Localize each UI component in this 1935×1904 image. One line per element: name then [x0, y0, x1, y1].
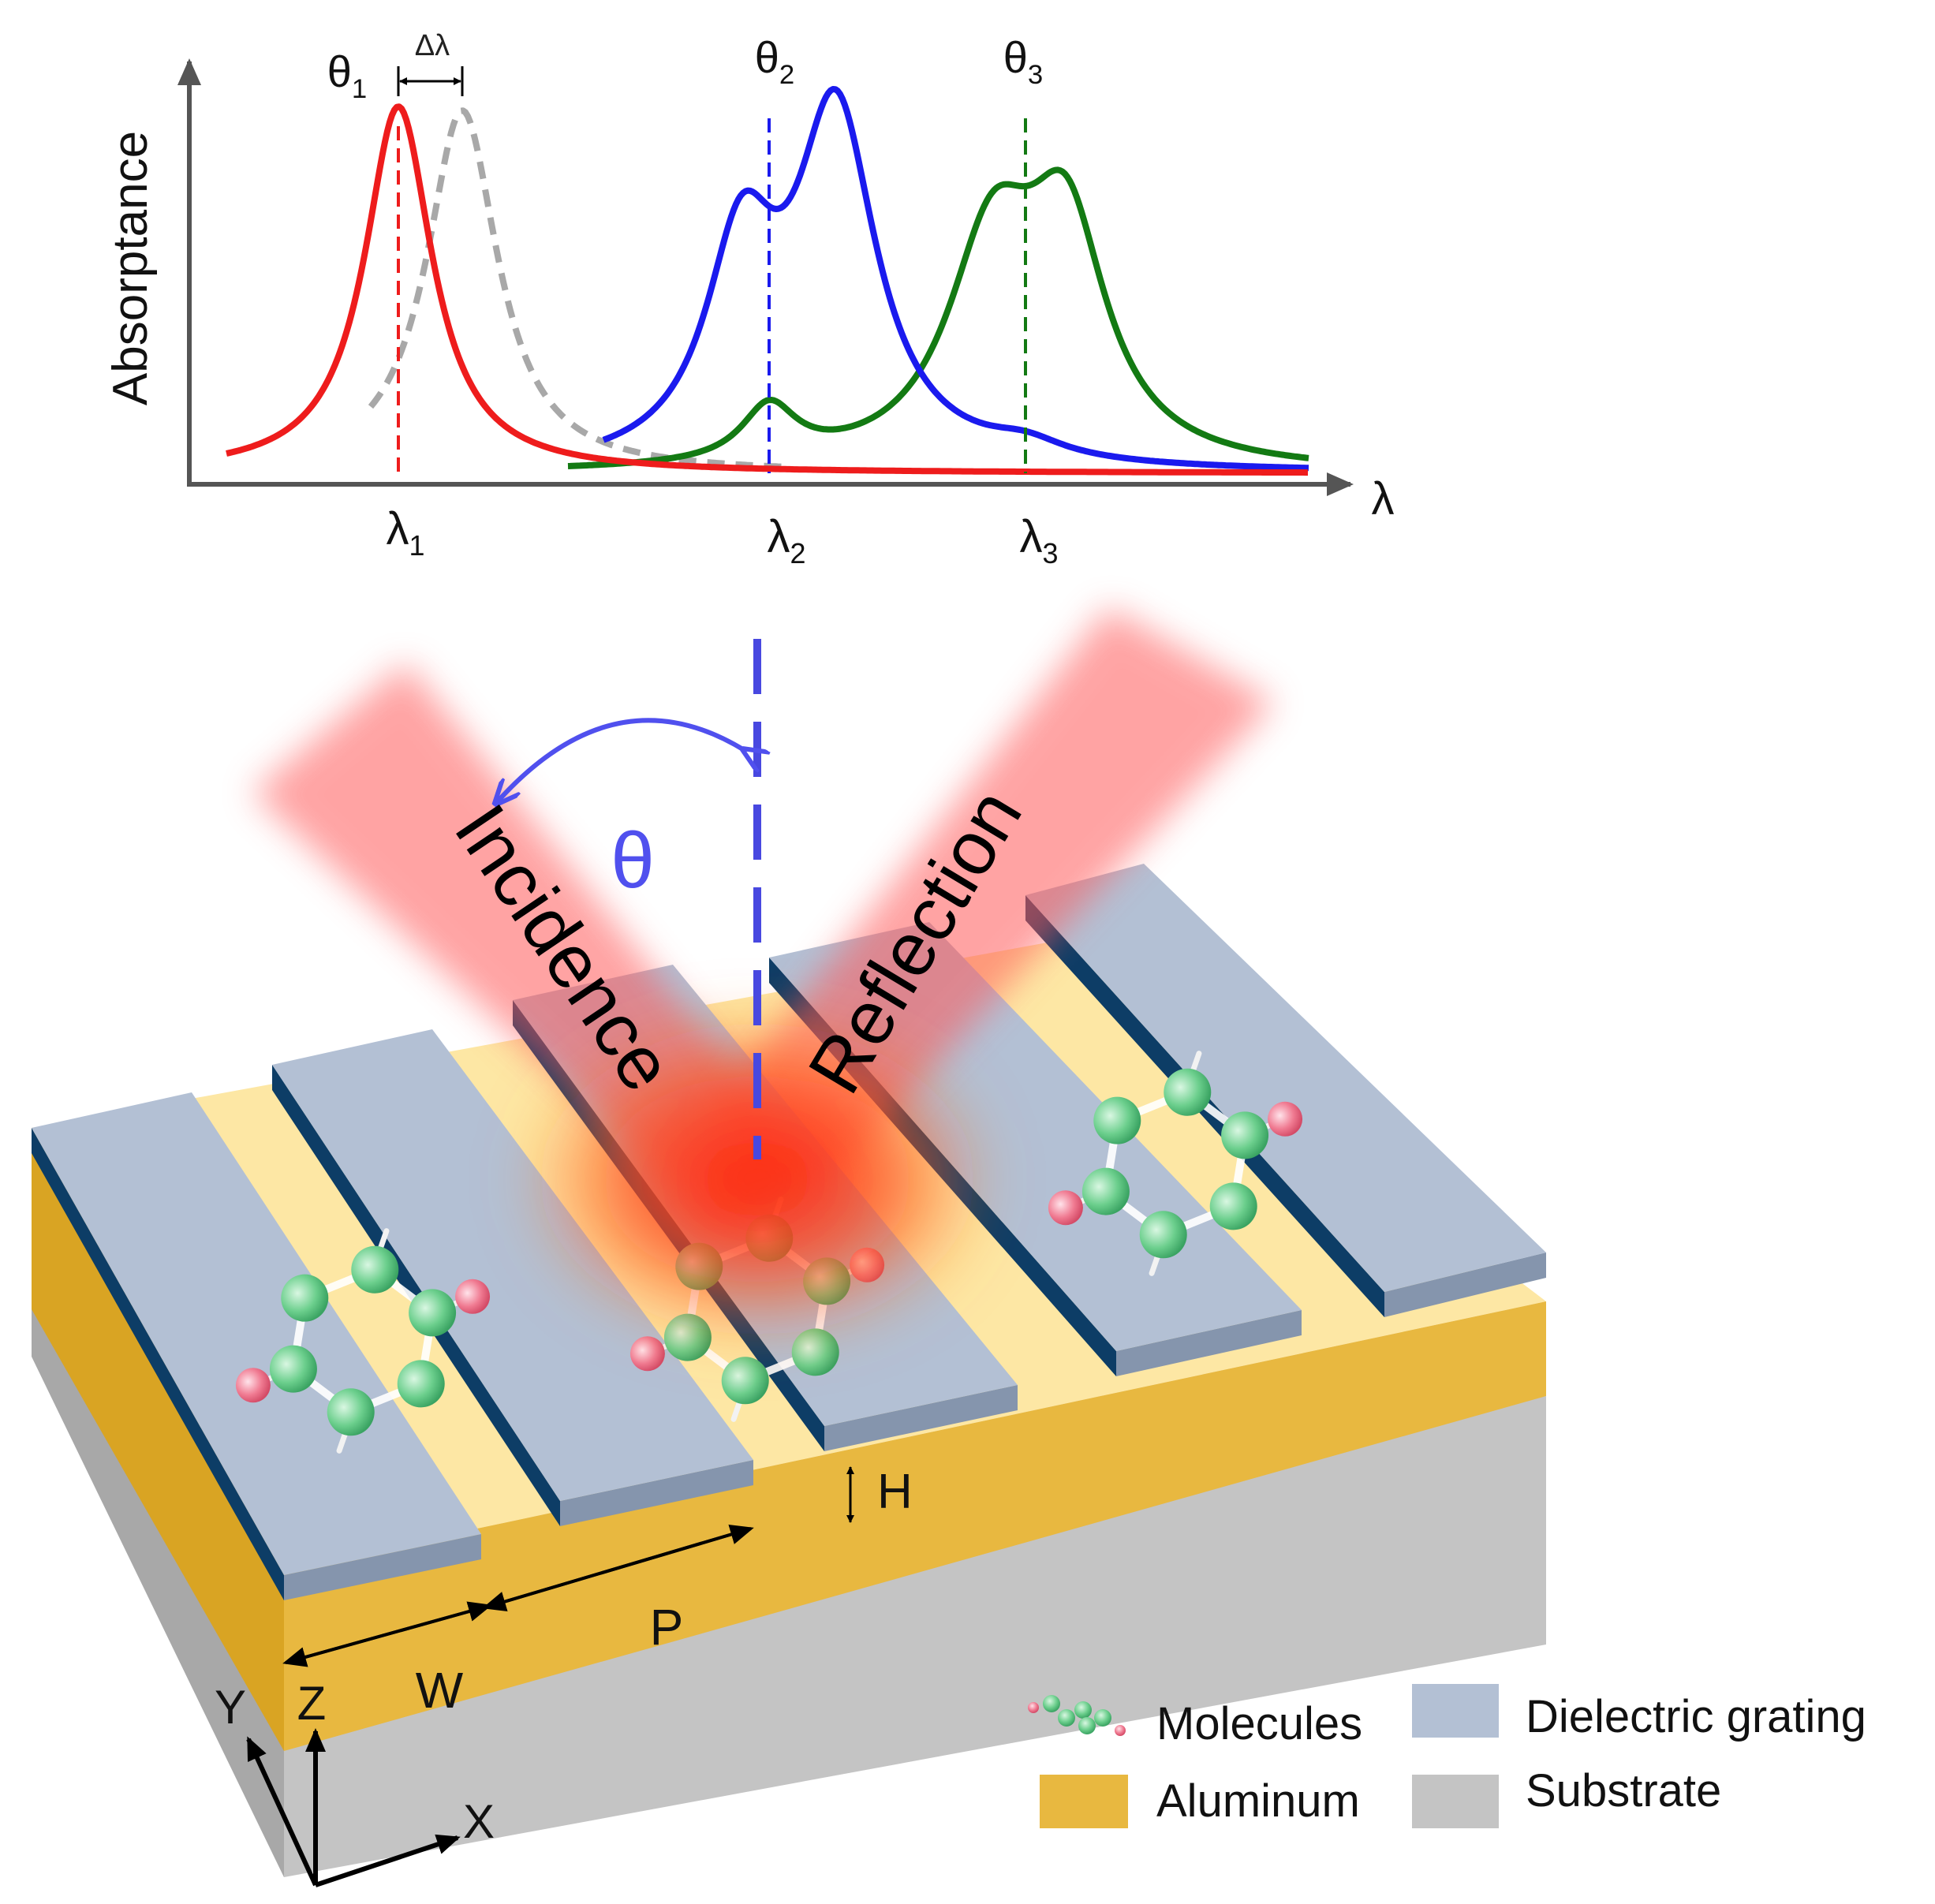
lambda1-tick-label: λ1: [387, 503, 425, 562]
aluminum-front: [284, 1301, 1546, 1751]
legend-label-aluminum: Aluminum: [1156, 1775, 1360, 1827]
width-marker: W: [282, 1601, 492, 1719]
gray-shifted-curve: [368, 107, 788, 470]
axis-x-label: X: [463, 1795, 495, 1848]
legend-label-molecules: Molecules: [1156, 1698, 1362, 1749]
legend-swatch-aluminum: [1040, 1775, 1128, 1828]
grating-bar-2: [272, 1029, 753, 1526]
spectra-group: [226, 86, 1309, 476]
period-marker: P: [482, 1524, 754, 1656]
y-axis-label: Absorptance: [103, 131, 158, 405]
width-label: W: [416, 1662, 464, 1719]
absorptance-chart: Δλ Absorptance λ θ1 θ2 θ3 λ1 λ2 λ3: [103, 29, 1395, 569]
lambda3-tick-label: λ3: [1020, 511, 1059, 569]
theta3-label: θ3: [1003, 32, 1043, 90]
legend-swatch-dielectric: [1412, 1684, 1499, 1738]
coordinate-axes: Z Y X: [215, 1677, 495, 1887]
angle-arc: [497, 718, 745, 802]
grating-bar-1: [32, 1092, 481, 1600]
angle-label: θ: [611, 816, 655, 905]
axis-y-label: Y: [215, 1681, 246, 1734]
red-curve: [226, 103, 1309, 476]
light-spot: [521, 1014, 994, 1345]
legend: Molecules Dielectric grating Aluminum Su…: [1028, 1684, 1866, 1828]
height-label: H: [877, 1465, 913, 1519]
legend-label-substrate: Substrate: [1526, 1765, 1721, 1816]
theta2-label: θ2: [755, 32, 794, 90]
legend-swatch-substrate: [1412, 1775, 1499, 1828]
theta1-label: θ1: [327, 47, 367, 104]
blue-curve: [602, 86, 1309, 472]
x-axis-label: λ: [1372, 473, 1395, 525]
legend-item-aluminum: Aluminum: [1040, 1775, 1360, 1828]
axis-z-label: Z: [297, 1677, 327, 1730]
legend-label-dielectric: Dielectric grating: [1526, 1691, 1866, 1742]
lambda2-tick-label: λ2: [768, 511, 806, 569]
aluminum-left-face: [32, 1128, 284, 1751]
legend-item-molecules: Molecules: [1028, 1695, 1362, 1749]
height-marker: H: [846, 1465, 913, 1523]
legend-item-dielectric: Dielectric grating: [1412, 1684, 1866, 1742]
green-curve: [567, 166, 1309, 469]
substrate-front: [284, 1396, 1546, 1877]
legend-item-substrate: Substrate: [1412, 1765, 1721, 1828]
period-label: P: [650, 1599, 684, 1656]
delta-lambda-label: Δλ: [415, 29, 450, 62]
light-beams: θ Incidence Reflection: [252, 607, 1274, 1345]
